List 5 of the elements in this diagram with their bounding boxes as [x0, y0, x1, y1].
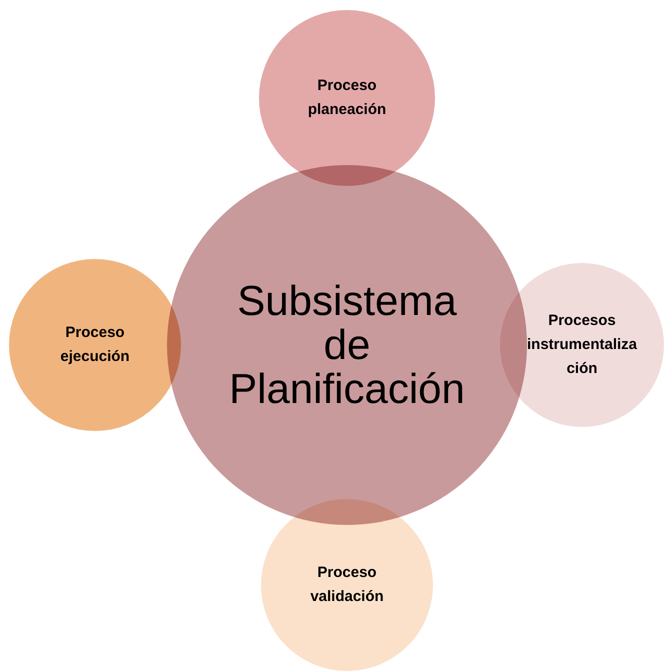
circle-label: Procesos instrumentalización: [526, 311, 638, 379]
circle-label: Proceso planeación: [306, 76, 388, 120]
circle-label: Proceso ejecución: [59, 323, 131, 367]
circle-label: Proceso validación: [309, 563, 385, 607]
circle-title: Subsistema de Planificación: [228, 278, 466, 412]
